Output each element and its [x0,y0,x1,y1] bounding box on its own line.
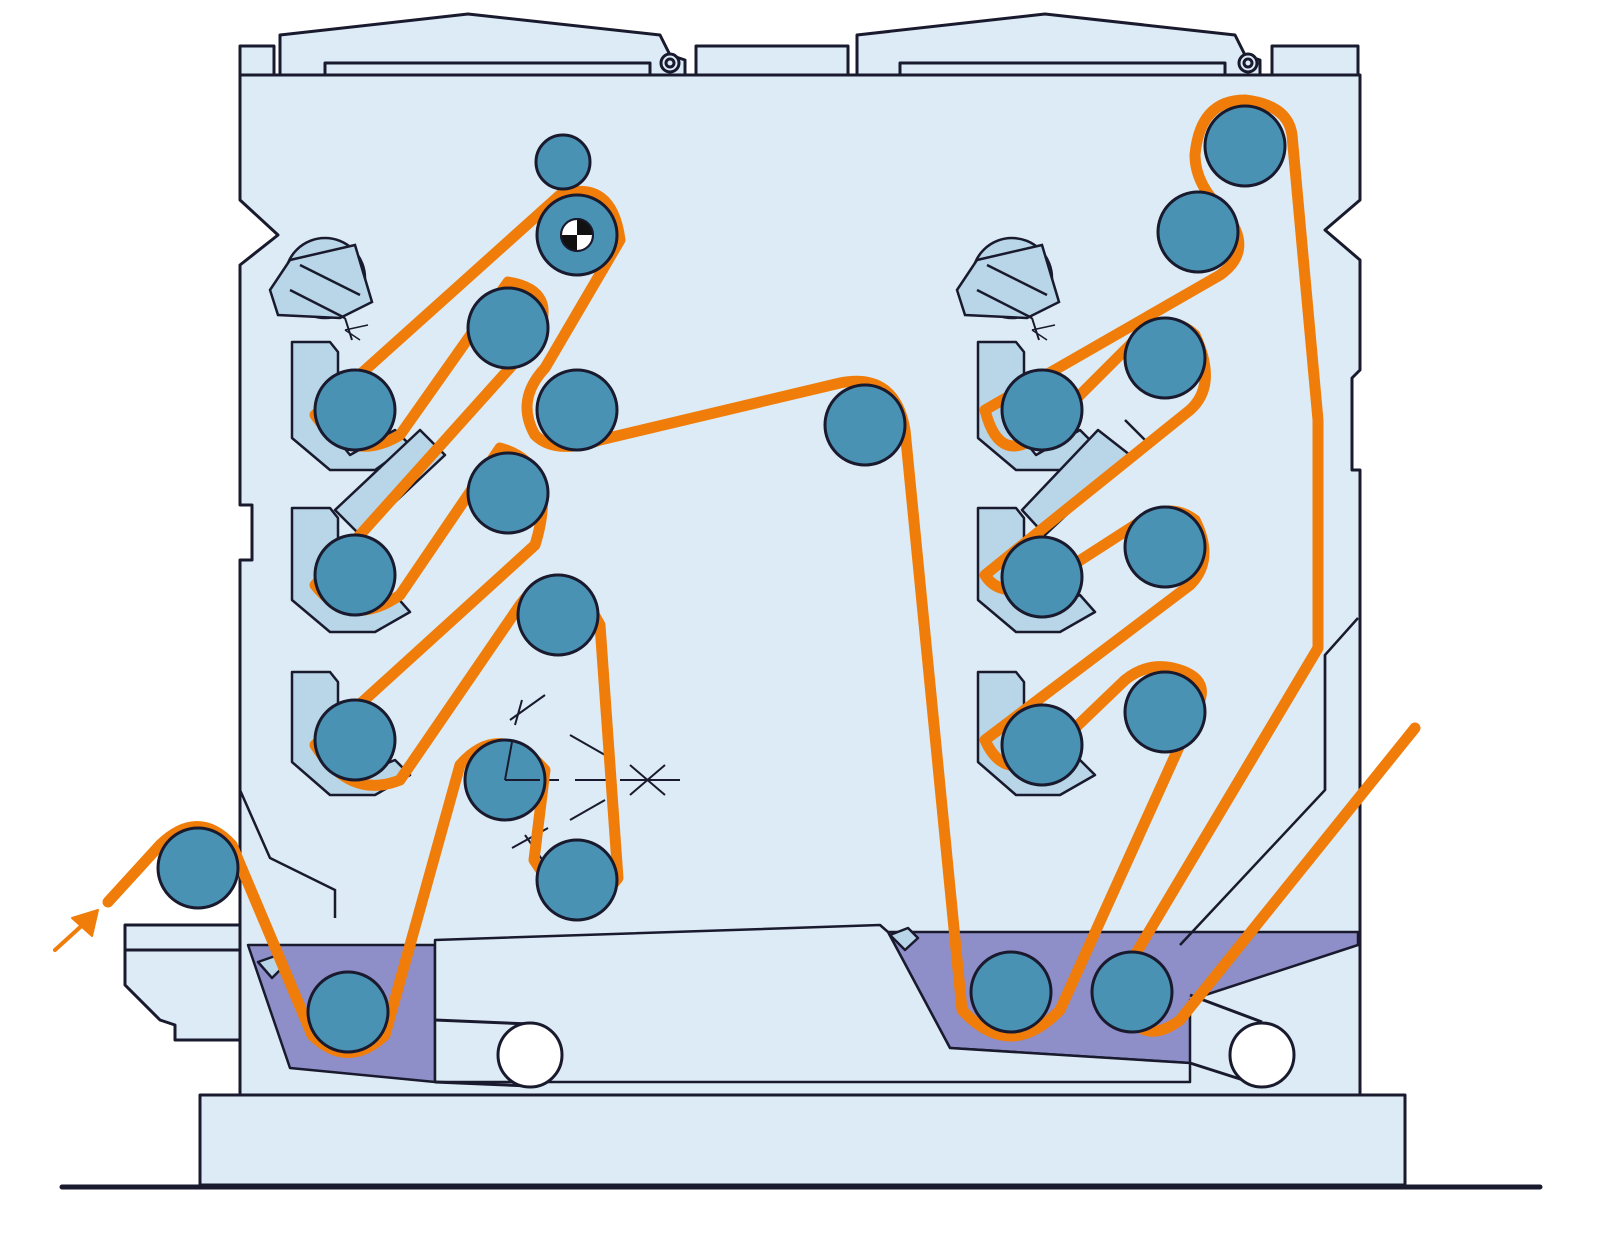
roller-transfer-mid [823,383,907,467]
bath-take-off-rollers [434,993,1296,1089]
roller-bath-left [306,970,390,1054]
roller-right-top [1203,104,1287,188]
top-hood-left-slot [323,61,652,77]
roller-left-b2 [466,451,550,535]
roller-top-idler [534,133,592,191]
spray-head-left [268,236,374,341]
blade-housing-left-1 [290,340,412,472]
top-hood-left [278,12,687,77]
hinge-right [1237,52,1259,74]
roller-right-b2 [1123,505,1207,589]
top-hood-right-slot [898,61,1227,77]
machine-base [198,1093,1407,1187]
hinge-left [659,52,681,74]
roller-right-b1 [1123,316,1207,400]
roller-left-c1 [535,368,619,452]
roller-right-b3 [1123,670,1207,754]
roller-left-b1 [466,286,550,370]
middle-tank-panel [433,923,1192,1084]
roller-right-a3 [1000,703,1084,787]
roller-infeed [156,826,240,910]
internal-guides [238,617,1359,946]
infeed-table [123,923,242,1042]
roller-left-b3 [516,573,600,657]
roller-bath-right-2 [1090,950,1174,1034]
idler-roller-right-bath [1228,1021,1296,1089]
feed-direction-arrow-icon [71,909,99,937]
checkered-disc-icon [560,218,594,252]
roller-left-a1 [313,368,397,452]
swing-roller-hub [504,741,540,781]
roller-left-a3 [313,698,397,782]
roller-right-a2 [1000,535,1084,619]
roller-left-a2 [313,533,397,617]
roller-bath-right-1 [969,950,1053,1034]
blade-housing-right-2 [976,506,1097,634]
nozzle-right [888,926,920,952]
top-hood-right [855,12,1262,77]
top-cover-middle [694,44,850,77]
air-knife-right [1020,428,1132,537]
top-cover-right [1270,44,1360,77]
spray-head-right [955,236,1061,341]
blade-housing-right-1 [976,340,1097,472]
roller-right-upper [1156,190,1240,274]
idler-roller-left-bath [496,1021,564,1089]
roller-swing-lower [535,838,619,922]
top-cover-left [238,44,276,77]
roller-right-a1 [1000,368,1084,452]
